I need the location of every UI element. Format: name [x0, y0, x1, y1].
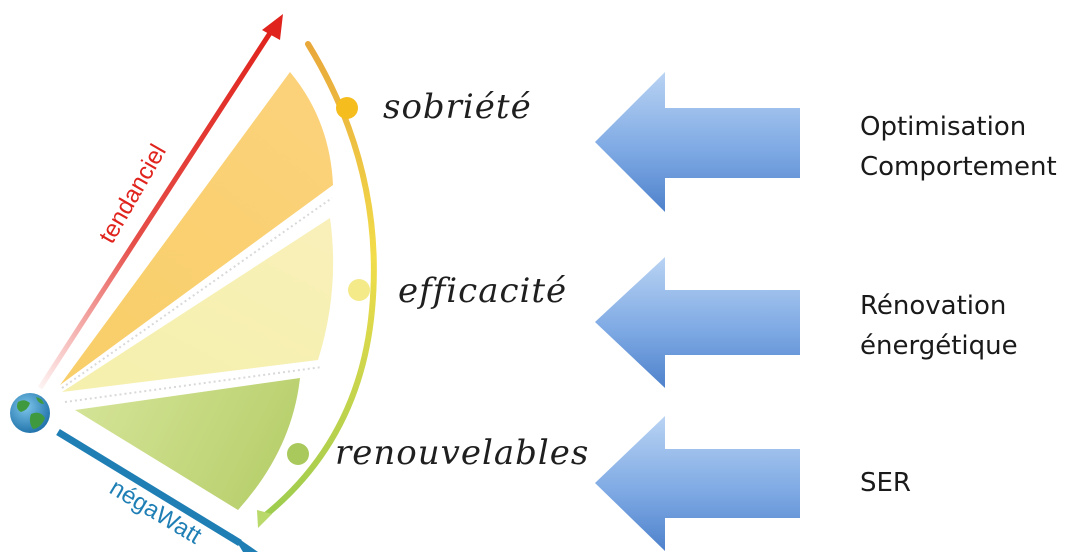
lever-label-renouvelables: renouvelables	[335, 433, 589, 473]
negawatt-arrowhead-icon	[232, 534, 258, 552]
separator-line-1	[61, 197, 333, 389]
negawatt-arrow-line	[56, 429, 242, 546]
globe-icon	[10, 393, 50, 433]
action-arrow-2	[595, 257, 800, 388]
efficacite-wedge	[62, 218, 334, 392]
efficacite-dot	[348, 279, 370, 301]
action-label-optimisation: Optimisation Comportement	[860, 107, 1057, 187]
arc-arrowhead-icon	[257, 510, 272, 528]
separator-line-2	[64, 366, 323, 403]
lever-label-sobriete: sobriété	[383, 87, 532, 127]
lever-label-efficacite: efficacité	[398, 271, 567, 311]
action-line: Rénovation	[860, 291, 1007, 321]
action-arrow-3	[595, 416, 800, 551]
action-label-renovation: Rénovation énergétique	[860, 286, 1018, 366]
sobriete-wedge	[60, 72, 333, 385]
sobriete-dot	[336, 97, 358, 119]
renouvelables-wedge	[75, 378, 300, 510]
trend-arrowhead-icon	[262, 14, 283, 40]
action-line: Optimisation	[860, 112, 1027, 142]
trend-axis-label: tendanciel	[94, 140, 172, 248]
action-line: Comportement	[860, 152, 1057, 182]
action-label-ser: SER	[860, 463, 911, 503]
trend-arrow-line	[37, 28, 275, 390]
action-line: énergétique	[860, 331, 1018, 361]
action-line: SER	[860, 468, 911, 498]
renouvelables-dot	[287, 443, 309, 465]
action-arrow-1	[595, 72, 800, 212]
lever-arc	[259, 41, 377, 521]
